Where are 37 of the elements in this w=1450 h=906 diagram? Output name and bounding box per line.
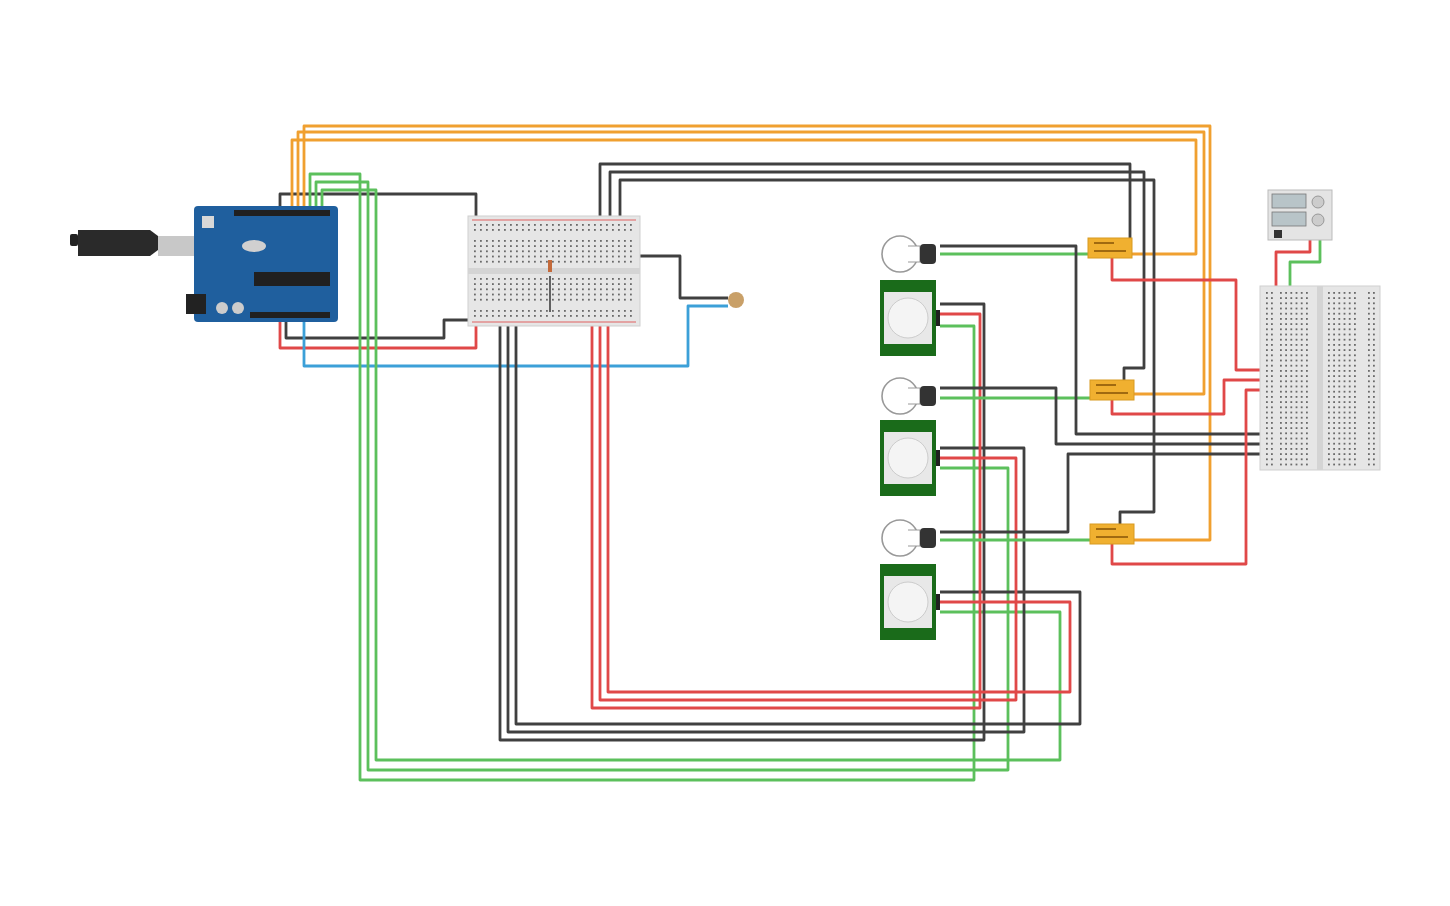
wire — [618, 178, 1156, 524]
wire — [290, 138, 1198, 256]
wire — [1288, 240, 1322, 286]
wire — [940, 538, 1090, 542]
power-supply-drawing — [1268, 190, 1332, 240]
light-bulb-icon — [880, 376, 940, 416]
microcontroller-board-drawing — [70, 206, 338, 322]
light-bulb-icon — [880, 518, 940, 558]
relay-module-icon — [1088, 238, 1132, 258]
wire — [302, 304, 728, 368]
motion-sensor-drawing — [880, 564, 940, 640]
wire — [1110, 388, 1260, 566]
wire — [940, 396, 1090, 400]
wire — [278, 322, 478, 350]
wire — [940, 386, 1260, 446]
motion-sensor-drawing — [880, 420, 940, 496]
wire — [940, 244, 1260, 436]
wire — [940, 252, 1088, 256]
wire — [498, 302, 986, 742]
breadboard-drawing — [1260, 286, 1380, 470]
wire — [1110, 258, 1260, 372]
wire — [640, 254, 728, 300]
wire — [598, 162, 1132, 238]
motion-sensor-drawing — [880, 280, 940, 356]
wire — [302, 124, 1212, 542]
wire — [284, 318, 468, 340]
wire — [296, 130, 1206, 396]
wire — [1274, 240, 1312, 286]
wire — [940, 452, 1260, 534]
wire — [1110, 378, 1260, 416]
relay-module-icon — [1090, 524, 1134, 544]
breadboard-drawing — [468, 216, 640, 326]
light-bulb-icon — [880, 234, 940, 274]
photoresistor-icon — [728, 292, 744, 308]
wire — [608, 170, 1146, 380]
wire — [278, 192, 478, 216]
relay-module-icon — [1090, 380, 1134, 400]
